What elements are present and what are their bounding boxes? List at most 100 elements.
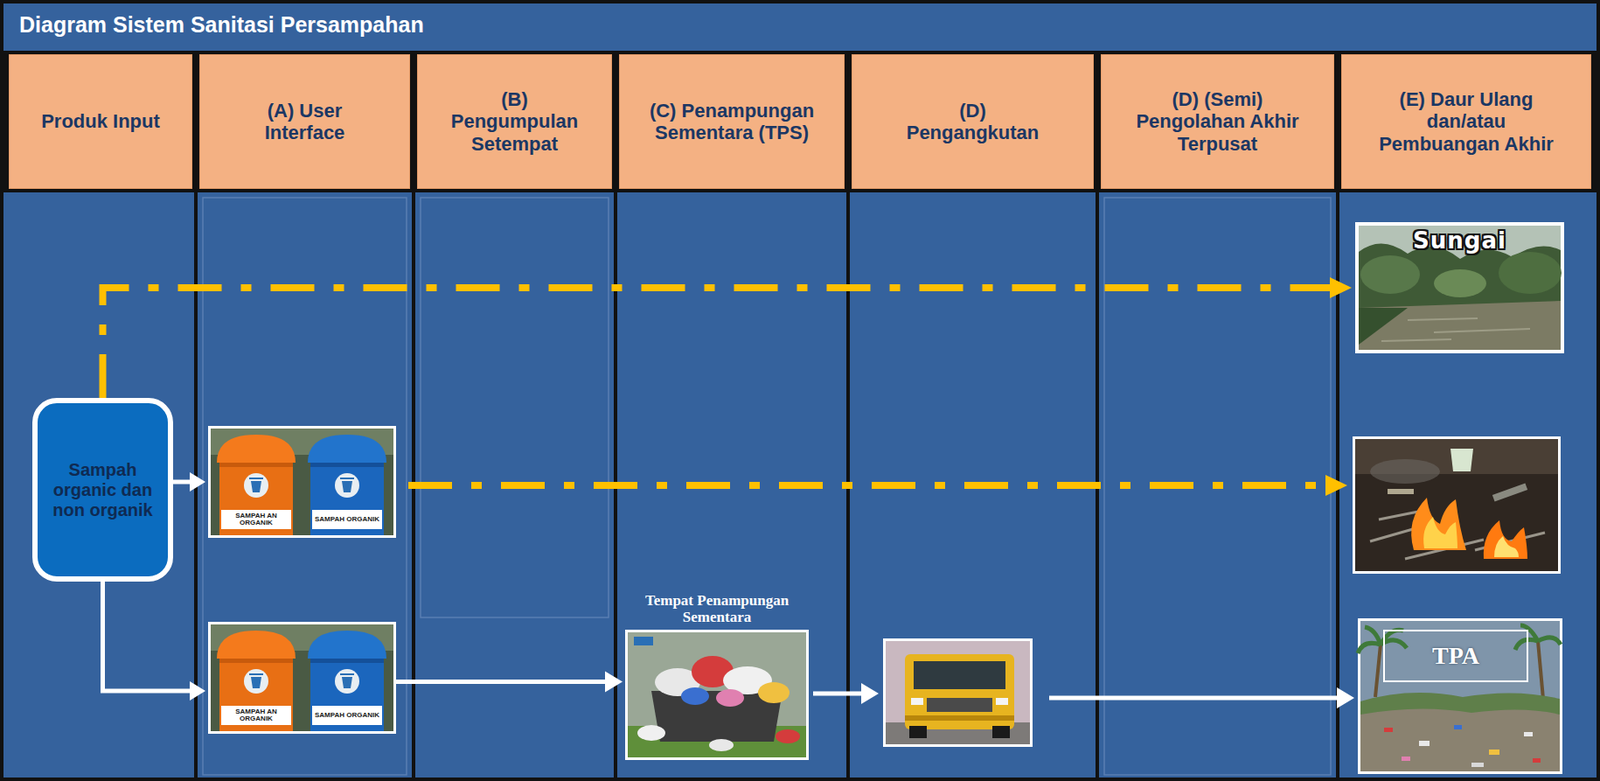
landfill-photo-part: [1360, 692, 1560, 772]
input-label: Sampah organic dan non organik: [47, 459, 160, 521]
bin-pair: SAMPAH AN ORGANIK SAMPAH ORGANIK: [208, 621, 397, 734]
text-holder: Tempat Penampungan Sementara: [607, 582, 827, 627]
header-label: (B) Pengumpulan Setempat: [445, 88, 585, 155]
collection-truck-photo-part: [885, 640, 1030, 745]
collection-truck-photo-part: [911, 697, 924, 705]
river-photo-part: [1360, 255, 1420, 294]
diagram-title: Diagram Sistem Sanitasi Persampahan: [19, 12, 425, 38]
river-photo-part: [1498, 251, 1562, 294]
landfill-photo-part: [1357, 618, 1563, 774]
collection-truck-photo-part: [883, 638, 1033, 747]
header-label: Produk Input: [41, 110, 160, 133]
text-holder: TPA: [1384, 630, 1528, 682]
flow-arrow-part: [1336, 687, 1355, 709]
landfill-photo-part: [1375, 644, 1381, 697]
column-separator-part: [846, 50, 850, 781]
tps-photo-box: Tempat Penampungan Sementara: [625, 629, 809, 760]
river-photo: [1355, 222, 1565, 354]
river-photo-part: [1381, 318, 1531, 341]
photo-title: TPA: [1432, 641, 1480, 670]
column-separator-part: [194, 50, 198, 781]
river-photo-part: [1355, 222, 1565, 354]
collection-truck-photo-part: [926, 697, 993, 712]
flow-arrow: [103, 581, 207, 701]
column-separator-part: [1095, 50, 1100, 781]
column-separator-part: [1335, 50, 1340, 781]
column-separator: [195, 50, 1338, 781]
arrow-head: [605, 671, 623, 693]
burning-waste-photo-part: [1450, 448, 1474, 472]
landfill-photo-part: [1384, 727, 1393, 732]
header-label: (A) User Interface: [230, 99, 380, 145]
river-photo-part: [1433, 269, 1487, 298]
burning-waste-photo-part: [1387, 488, 1414, 494]
burning-waste-photo-part: [1370, 459, 1440, 484]
temporary-dump-photo-part: [775, 729, 800, 744]
landfill-photo-part: [1401, 756, 1411, 761]
header-label: (D) Pengangkutan: [898, 99, 1048, 145]
burning-waste-photo-part: [1494, 535, 1519, 557]
dash-dot-flow-arrow: [103, 277, 1353, 398]
temporary-dump-photo-part: [716, 688, 745, 707]
landfill-photo-part: [1515, 625, 1561, 650]
column-header: (B) Pengumpulan Setempat: [417, 54, 613, 189]
river-photo-box: Sungai: [1355, 222, 1565, 354]
arrow-head: [1329, 277, 1352, 299]
bin-label: SAMPAH ORGANIK: [314, 515, 380, 523]
column-header: (A) User Interface: [199, 54, 411, 189]
landfill-photo-part: [1419, 740, 1430, 746]
temporary-dump-photo-part: [681, 687, 710, 705]
flow-arrow: [173, 472, 206, 492]
river-photo-part: [1358, 300, 1561, 350]
arrow-head: [189, 681, 206, 701]
text-holder: SAMPAH ORGANIK: [312, 509, 383, 529]
temporary-dump-photo-part: [758, 681, 790, 703]
waste-bins-illustration: [208, 621, 397, 734]
column-header: (C) Penampungan Sementara (TPS): [619, 54, 845, 189]
temporary-dump-photo-part: [633, 636, 654, 646]
text-holder: SAMPAH ORGANIK: [312, 705, 383, 725]
header-row-ground: [0, 50, 1600, 193]
landfill-photo-part: [1532, 758, 1541, 763]
collection-truck-photo-part: [904, 715, 1015, 721]
temporary-dump-photo: [625, 629, 809, 760]
bin-label: SAMPAH AN ORGANIK: [221, 512, 292, 527]
column-separator-part: [411, 50, 416, 781]
connector-line: [103, 287, 1331, 398]
landfill-photo-part: [1488, 749, 1500, 755]
arrow-head: [189, 472, 206, 492]
bin-label: SAMPAH ORGANIK: [314, 711, 380, 719]
flow-arrow: [813, 682, 1355, 709]
temporary-dump-photo-part: [625, 629, 809, 760]
dash-dot-flow-arrow-part: [408, 481, 1326, 489]
landfill-photo-part: [1471, 762, 1484, 767]
flow-arrow-part: [1049, 695, 1338, 701]
bin-label: SAMPAH AN ORGANIK: [221, 708, 292, 723]
burning-waste-photo-part: [1411, 497, 1467, 550]
landfill-photo-part: [1523, 731, 1533, 737]
flow-arrow: [396, 671, 623, 693]
dash-dot-flow-arrow: [408, 474, 1348, 496]
burning-waste-photo-part: [1423, 516, 1458, 549]
burning-waste-photo-part: [1352, 436, 1561, 574]
landfill-photo-part: [1360, 620, 1560, 772]
burning-waste-photo-part: [1355, 438, 1559, 571]
collection-truck-photo-part: [913, 660, 1006, 689]
header-label: (C) Penampungan Sementara (TPS): [644, 99, 820, 145]
burning-waste-photo: [1352, 436, 1561, 574]
text-holder: SAMPAH AN ORGANIK: [221, 705, 292, 725]
text-holder: SAMPAH AN ORGANIK: [221, 509, 292, 529]
landfill-photo-part: [1384, 630, 1528, 682]
column-header: Produk Input: [8, 54, 193, 189]
photo-caption: Tempat Penampungan Sementara: [629, 591, 805, 627]
burning-waste-photo-part: [1483, 520, 1528, 559]
column-panel-outline-part: [420, 197, 609, 618]
text-holder: Sungai: [1355, 227, 1565, 254]
waste-bins-illustration: [208, 425, 397, 538]
landfill-photo-part: [1453, 724, 1462, 730]
column-header: (E) Daur Ulang dan/atau Pembuangan Akhir: [1341, 54, 1592, 189]
connector-line: [173, 480, 190, 485]
